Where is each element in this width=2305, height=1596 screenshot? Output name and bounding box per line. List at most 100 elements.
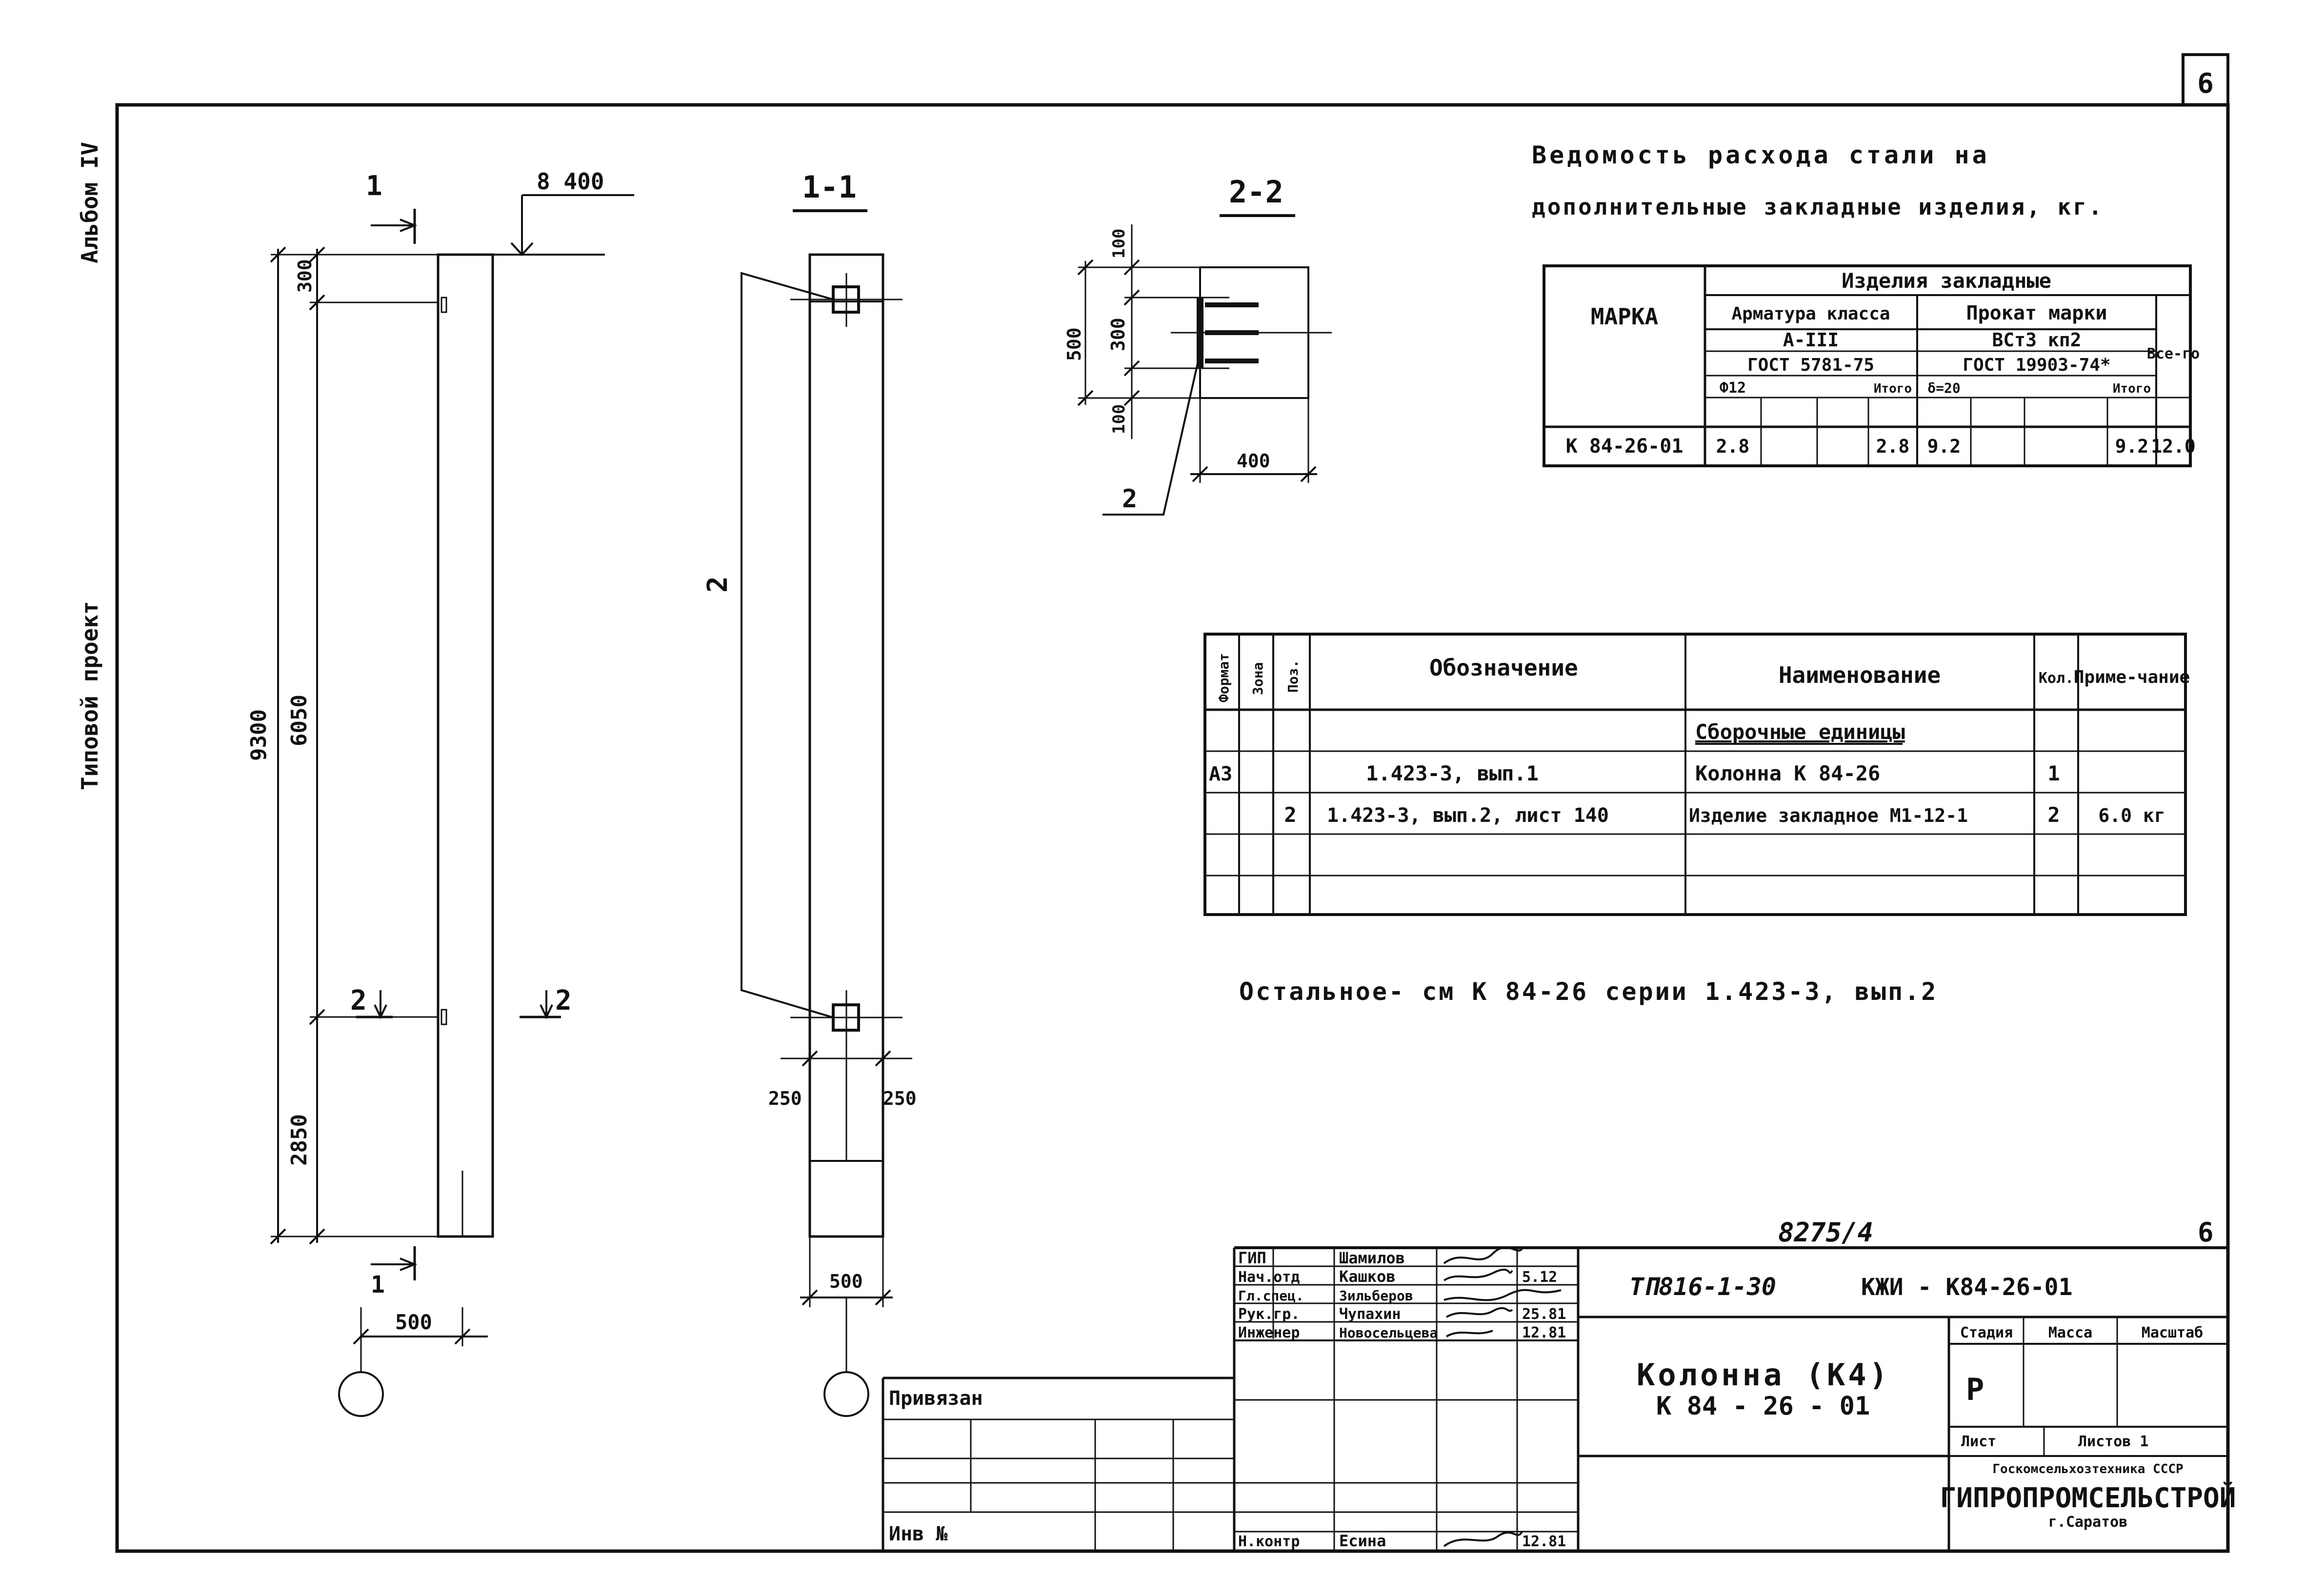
steel-sub-itogo1: Итого	[1874, 381, 1912, 396]
steel-gost-prokat: ГОСТ 19903-74*	[1963, 355, 2110, 375]
steel-sub-itogo2: Итого	[2113, 381, 2151, 396]
code-right: КЖИ - К84-26-01	[1861, 1274, 2072, 1301]
grid-axis-marker-2	[823, 1371, 869, 1417]
section-2-2-dim-total: 500	[1063, 327, 1085, 361]
steel-sub-delta: δ=20	[1927, 380, 1960, 396]
spec-row-1-name: Колонна К 84-26	[1695, 761, 1880, 785]
steel-col-marka: МАРКА	[1591, 303, 1658, 330]
role-4: Инженер	[1238, 1324, 1300, 1341]
column-elevation: 8 400 9300 300 6050 2850 1 1 2	[246, 168, 634, 1417]
section-2-2: 2-2 500 100 300 100 400 2	[1063, 174, 1332, 516]
title-block: 8275/4 6 Привязан Инв № ГИП Шамилов На	[882, 1217, 2236, 1551]
section-2-2-dim-bottom: 100	[1109, 404, 1129, 434]
section-1-1: 1-1 2 250 250 500	[702, 169, 917, 1417]
section-1-1-dim-width: 500	[829, 1271, 863, 1292]
listov-label: Листов 1	[2078, 1433, 2149, 1450]
date-4: 12.81	[1522, 1324, 1566, 1341]
steel-row-d12: 2.8	[1716, 436, 1750, 457]
org-line-3: г.Саратов	[2048, 1514, 2128, 1531]
name-0: Шамилов	[1339, 1249, 1405, 1267]
inv-label: Инв №	[889, 1523, 947, 1545]
name-2: Зильберов	[1339, 1288, 1413, 1304]
spec-row-2-designation: 1.423-3, вып.2, лист 140	[1327, 804, 1609, 827]
massa-label: Масса	[2048, 1324, 2092, 1341]
section-2-2-dim-top: 100	[1109, 229, 1129, 259]
steel-armatura: Арматура класса	[1731, 304, 1890, 324]
org-line-2: ГИПРОПРОМСЕЛЬСТРОЙ	[1940, 1482, 2236, 1514]
section-mark-1-bottom: 1	[371, 1271, 385, 1298]
section-2-2-title: 2-2	[1229, 174, 1283, 210]
sheet-frame	[115, 103, 2230, 1553]
level-mark: 8 400	[537, 168, 604, 195]
drawing-title-1: Колонна (К4)	[1637, 1357, 1890, 1393]
spec-header-zone: Зона	[1250, 662, 1266, 695]
steel-prokat-mark: ВСт3 кп2	[1992, 329, 2081, 351]
section-2-2-dim-mid: 300	[1107, 318, 1129, 351]
signatures	[1443, 1246, 1562, 1547]
section-1-1-dim-right: 250	[883, 1088, 917, 1109]
role-0: ГИП	[1238, 1249, 1266, 1267]
sheet-corner: 6	[2198, 1217, 2214, 1248]
date-3: 25.81	[1522, 1306, 1566, 1323]
spec-header-name: Наименование	[1779, 662, 1941, 688]
steel-consumption-table: Ведомость расхода стали на дополнительны…	[1532, 141, 2200, 467]
privyazan-label: Привязан	[889, 1387, 983, 1410]
spec-row-assembly-name: Сборочные единицы	[1695, 720, 1905, 744]
section-mark-2-left: 2	[350, 985, 367, 1017]
name-3: Чупахин	[1339, 1306, 1401, 1323]
steel-group-header: Изделия закладные	[1842, 269, 2051, 293]
dim-total: 9300	[246, 709, 271, 761]
spec-header-designation: Обозначение	[1429, 655, 1578, 681]
stadia-value: Р	[1966, 1372, 1984, 1407]
spec-header-pos: Поз.	[1285, 660, 1301, 693]
section-1-1-dim-left: 250	[768, 1088, 802, 1109]
specification-table: Формат Зона Поз. Обозначение Наименовани…	[1203, 633, 2190, 916]
role-2: Гл.спец.	[1238, 1288, 1304, 1304]
spec-row-2-name: Изделие закладное М1-12-1	[1689, 805, 1968, 826]
project-label: Типовой проект	[77, 601, 103, 790]
steel-sub-d: Ф12	[1720, 379, 1746, 397]
steel-row-total: 12.0	[2151, 436, 2196, 457]
dim-bottom: 2850	[287, 1114, 312, 1166]
spec-row-2-pos: 2	[1284, 803, 1296, 827]
embedded-part-top	[441, 297, 447, 313]
list-label: Лист	[1961, 1433, 1996, 1450]
section-1-1-leader: 2	[702, 576, 734, 593]
inv-number: 8275/4	[1778, 1217, 1873, 1248]
note-text: Остальное- см К 84-26 серии 1.423-3, вып…	[1239, 978, 1938, 1006]
page-number-box	[2182, 53, 2229, 106]
spec-header-note: Приме-чание	[2074, 667, 2190, 687]
steel-armatura-class: А-III	[1783, 329, 1839, 351]
column-outline	[437, 253, 494, 1238]
dim-mid: 6050	[287, 695, 312, 746]
grid-axis-marker	[338, 1371, 384, 1417]
role-1: Нач.отд	[1238, 1269, 1300, 1286]
control-date: 12.81	[1522, 1533, 1566, 1550]
org-line-1: Госкомсельхозтехника СССР	[1992, 1462, 2183, 1476]
steel-table-title-1: Ведомость расхода стали на	[1532, 141, 1990, 169]
masshtab-label: Масштаб	[2142, 1324, 2203, 1341]
section-2-2-dim-width: 400	[1237, 450, 1270, 472]
dim-width: 500	[395, 1310, 432, 1334]
role-3: Рук.гр.	[1238, 1306, 1300, 1323]
control-role: Н.контр	[1238, 1533, 1300, 1550]
steel-gost-arm: ГОСТ 5781-75	[1747, 355, 1874, 375]
steel-row-marka: К 84-26-01	[1566, 435, 1684, 458]
album-label: Альбом IV	[77, 142, 103, 263]
spec-row-1-format: А3	[1209, 763, 1232, 785]
spec-row-2-qty: 2	[2047, 803, 2060, 827]
spec-row-2-note: 6.0 кг	[2098, 805, 2165, 826]
spec-row-1-qty: 1	[2047, 761, 2060, 785]
steel-vsego: Все-го	[2147, 345, 2200, 362]
steel-table-title-2: дополнительные закладные изделия, кг.	[1532, 194, 2104, 220]
drawing-title-2: К 84 - 26 - 01	[1656, 1392, 1870, 1421]
page-number: 6	[2197, 68, 2214, 100]
section-mark-2-right: 2	[555, 985, 572, 1017]
spec-header-qty: Кол.	[2039, 670, 2074, 687]
name-4: Новосельцева	[1339, 1325, 1438, 1341]
dim-top: 300	[294, 259, 316, 293]
steel-row-itogo2: 9.2	[2115, 436, 2149, 457]
section-2-2-leader: 2	[1122, 484, 1137, 514]
control-name: Есина	[1339, 1532, 1386, 1550]
